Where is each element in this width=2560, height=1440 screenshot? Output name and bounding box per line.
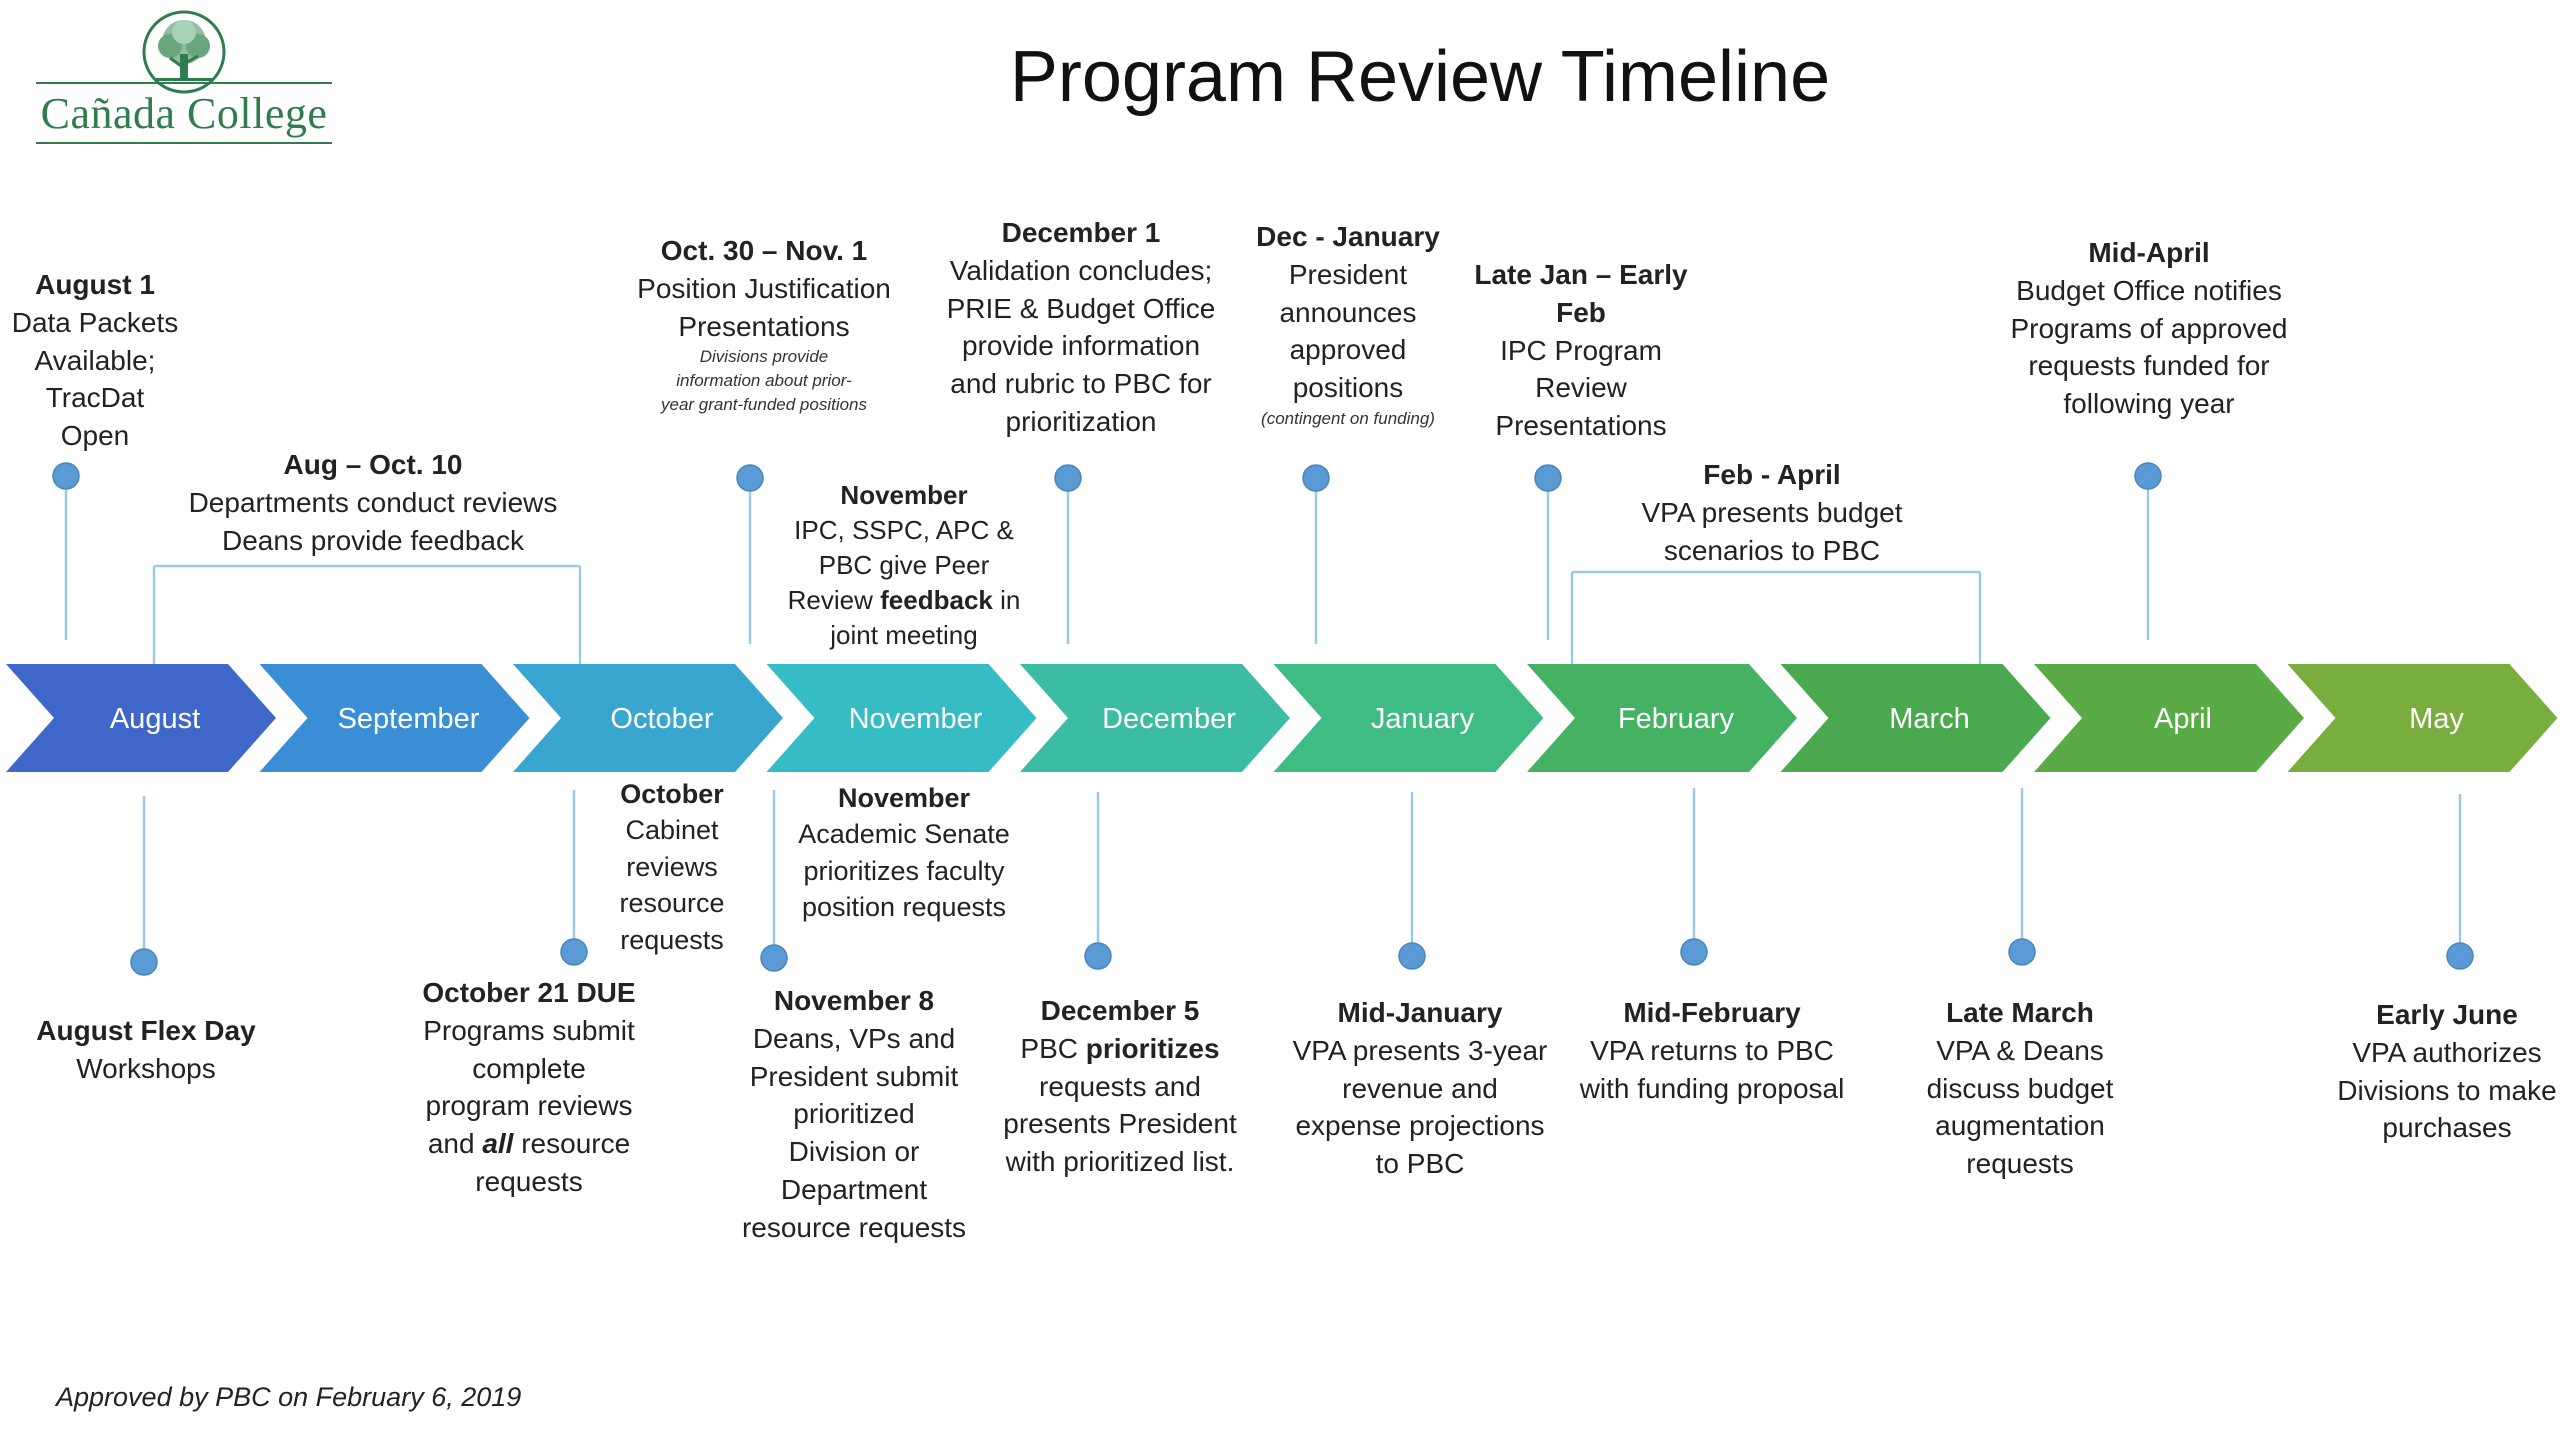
month-chevron-april xyxy=(2034,664,2304,772)
month-label-march: March xyxy=(1889,703,1970,735)
month-label-april: April xyxy=(2154,703,2212,735)
bottom-dot-3 xyxy=(1084,942,1112,970)
approval-footnote: Approved by PBC on February 6, 2019 xyxy=(56,1382,522,1412)
month-chevron-february xyxy=(1527,664,1797,772)
event-aug-oct-10: Aug – Oct. 10 Departments conduct review… xyxy=(188,449,558,556)
top-dot-4 xyxy=(1534,464,1562,492)
bottom-dot-4 xyxy=(1398,942,1426,970)
top-dot-2 xyxy=(1054,464,1082,492)
event-late-march: Late March VPA & Deans discuss budget au… xyxy=(1926,997,2114,1180)
month-label-may: May xyxy=(2409,703,2464,735)
event-december-5: December 5 PBC prioritizes requests and … xyxy=(1003,995,1237,1178)
event-feb-april: Feb - April VPA presents budget scenario… xyxy=(1641,459,1903,566)
month-chevron-september xyxy=(259,664,530,772)
month-chevron-december xyxy=(1020,664,1290,772)
event-december-1: December 1 Validation concludes; PRIE & … xyxy=(946,217,1216,437)
bottom-dot-0 xyxy=(130,948,158,976)
bottom-dot-1 xyxy=(560,938,588,966)
logo-rule-top xyxy=(36,82,332,84)
month-chevron-august xyxy=(6,664,276,772)
month-label-november: November xyxy=(849,703,983,735)
bottom-dot-7 xyxy=(2446,942,2474,970)
month-label-august: August xyxy=(110,703,200,735)
event-dec-january: Dec - January President announces approv… xyxy=(1256,221,1440,428)
logo-rule-bottom xyxy=(36,142,332,144)
tree-icon xyxy=(142,10,226,94)
event-august-flex-day: August Flex Day Workshops xyxy=(36,1015,256,1084)
month-label-february: February xyxy=(1618,703,1735,735)
month-label-january: January xyxy=(1371,703,1475,735)
event-november-peer-review: November IPC, SSPC, APC & PBC give Peer … xyxy=(787,480,1021,651)
page-title: Program Review Timeline xyxy=(1009,37,1831,117)
event-late-jan-early-feb: Late Jan – Early Feb IPC Program Review … xyxy=(1474,259,1688,442)
month-chevron-march xyxy=(1780,664,2051,772)
top-dot-0 xyxy=(52,462,80,490)
top-dot-1 xyxy=(736,464,764,492)
logo-text: Cañada College xyxy=(40,89,328,138)
month-chevron-january xyxy=(1273,664,1544,772)
month-chevron-may xyxy=(2287,664,2558,772)
bottom-dot-6 xyxy=(2008,938,2036,966)
month-label-september: September xyxy=(338,703,480,735)
top-dot-3 xyxy=(1302,464,1330,492)
month-label-december: December xyxy=(1102,703,1236,735)
bottom-dot-2 xyxy=(760,944,788,972)
college-logo: Cañada College xyxy=(36,10,332,144)
event-august-1: August 1 Data Packets Available; TracDat… xyxy=(11,269,179,452)
event-november-8: November 8 Deans, VPs and President subm… xyxy=(741,985,967,1243)
event-october-21-due: October 21 DUE Programs submit complete … xyxy=(422,977,636,1197)
event-november-senate: November Academic Senate prioritizes fac… xyxy=(798,783,1010,923)
month-chevron-november xyxy=(766,664,1037,772)
event-oct30-nov1: Oct. 30 – Nov. 1 Position Justification … xyxy=(637,235,891,414)
event-early-june: Early June VPA authorizes Divisions to m… xyxy=(2337,999,2557,1144)
month-label-october: October xyxy=(610,703,713,735)
bottom-dot-5 xyxy=(1680,938,1708,966)
event-mid-january: Mid-January VPA presents 3-year revenue … xyxy=(1292,997,1548,1180)
event-mid-april: Mid-April Budget Office notifies Program… xyxy=(2010,237,2288,420)
event-mid-february: Mid-February VPA returns to PBC with fun… xyxy=(1579,997,1845,1104)
top-dot-5 xyxy=(2134,462,2162,490)
month-chevron-october xyxy=(513,664,783,772)
event-october-cabinet: October Cabinet reviews resource request… xyxy=(619,779,725,955)
